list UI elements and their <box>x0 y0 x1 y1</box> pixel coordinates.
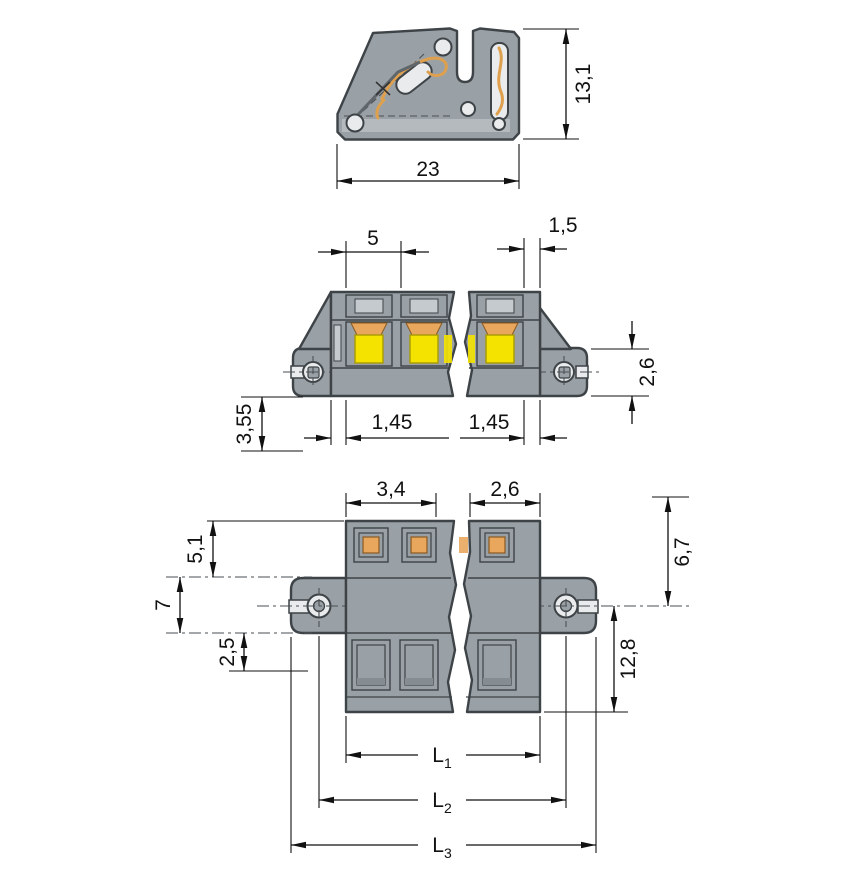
l3-sub: 3 <box>444 845 452 861</box>
dim-label-offset-right: 1,45 <box>469 411 510 434</box>
dim-label-l1: L1 <box>432 744 452 771</box>
cavity-partial <box>459 537 468 553</box>
dim-l3: L3 <box>290 637 597 861</box>
spring-wire <box>380 56 448 101</box>
slot-opening <box>409 298 439 314</box>
contact-window-partial <box>468 335 475 363</box>
clamp-lever <box>350 60 421 123</box>
dim-label-lower-height: 3,55 <box>233 404 256 445</box>
dim-label-width: 23 <box>416 158 439 181</box>
dim-wall: 1,5 <box>497 214 578 288</box>
side-profile-view: 13,1 23 <box>336 27 595 189</box>
mounting-hole-left <box>345 113 365 133</box>
side-body-light-band <box>342 119 510 132</box>
channel-spring <box>495 46 504 116</box>
cavity-contact <box>410 536 428 554</box>
dim-label-upper-height: 5,1 <box>184 534 207 563</box>
slot-frame <box>345 294 393 318</box>
dim-label-flange-height: 2,6 <box>636 357 659 386</box>
dim-upper-height: 5,1 <box>166 520 344 578</box>
dim-l1: L1 <box>345 716 541 771</box>
side-slot <box>395 61 433 95</box>
dim-lower-span: 12,8 <box>544 606 640 713</box>
dim-offset-right: 1,45 <box>460 400 567 445</box>
left-slope <box>297 290 333 351</box>
l2-main: L <box>432 789 444 812</box>
dim-width-left: 3,4 <box>345 478 437 517</box>
dim-width-right: 2,6 <box>469 478 541 517</box>
dim-height: 13,1 <box>523 28 595 140</box>
l1-main: L <box>432 744 444 767</box>
window-frame <box>345 321 393 367</box>
cavity-outer <box>479 527 515 563</box>
wire-entries <box>351 639 517 691</box>
dim-offset-left: 1,45 <box>304 400 449 445</box>
dim-label-upper-span: 6,7 <box>671 537 694 566</box>
pin-cavities <box>353 527 515 563</box>
dim-upper-span: 6,7 <box>652 496 694 606</box>
dim-label-pitch: 5 <box>367 227 379 250</box>
cavity-outer <box>401 527 437 563</box>
entry-step <box>483 678 511 685</box>
entry-step <box>405 678 433 685</box>
cavity-contact <box>488 536 506 554</box>
dim-label-l2: L2 <box>432 789 452 816</box>
l3-main: L <box>432 834 444 857</box>
entry-outer <box>477 639 517 691</box>
cavity-outer <box>353 527 389 563</box>
dim-label-width-left: 3,4 <box>376 478 406 501</box>
spring-clamp <box>350 46 504 123</box>
dim-label-offset-left: 1,45 <box>372 411 413 434</box>
entry-step <box>357 678 385 685</box>
dim-label-height: 13,1 <box>572 64 595 105</box>
dim-label-wall: 1,5 <box>548 214 577 237</box>
front-view: 5 1,5 1,45 1,45 2,6 <box>233 214 659 452</box>
contact-window-yellow <box>409 334 439 364</box>
slot-frame <box>476 294 524 318</box>
mounting-hole-mid <box>460 101 476 117</box>
right-slope <box>538 306 573 351</box>
slot-frame <box>400 294 448 318</box>
window-frame <box>476 321 524 367</box>
dim-label-lower-span: 12,8 <box>617 639 640 680</box>
dim-lower-offset: 2,5 <box>216 633 308 672</box>
dim-l2: L2 <box>318 636 567 816</box>
dim-width: 23 <box>336 144 520 189</box>
dim-flange-width: 7 <box>152 577 312 634</box>
entry-outer <box>351 639 391 691</box>
dim-flange-height: 2,6 <box>591 321 659 424</box>
entry-outer <box>399 639 439 691</box>
cavity-contact <box>362 536 380 554</box>
left-groove <box>333 324 342 362</box>
contact-windows <box>345 321 524 367</box>
bottom-view: 3,4 2,6 5,1 7 2,5 6,7 <box>152 478 694 861</box>
dim-label-lower-offset: 2,5 <box>216 637 239 666</box>
mounting-hole-right <box>492 117 506 131</box>
contact-window-yellow <box>354 334 384 364</box>
dim-label-width-right: 2,6 <box>490 478 519 501</box>
l1-sub: 1 <box>444 755 452 771</box>
spring-wire-tail <box>375 98 386 120</box>
actuation-slots <box>345 294 524 318</box>
mounting-hole-top <box>433 37 453 57</box>
dim-label-l3: L3 <box>432 834 452 861</box>
dim-label-flange-width: 7 <box>152 599 175 611</box>
contact-window-partial <box>444 335 452 363</box>
slot-opening <box>354 298 384 314</box>
l2-sub: 2 <box>444 800 452 816</box>
slot-opening <box>485 298 515 314</box>
contact-window-yellow <box>485 334 515 364</box>
dim-pitch: 5 <box>318 227 429 288</box>
dim-lower-height: 3,55 <box>233 396 303 452</box>
clamp-cross-2 <box>375 81 391 96</box>
